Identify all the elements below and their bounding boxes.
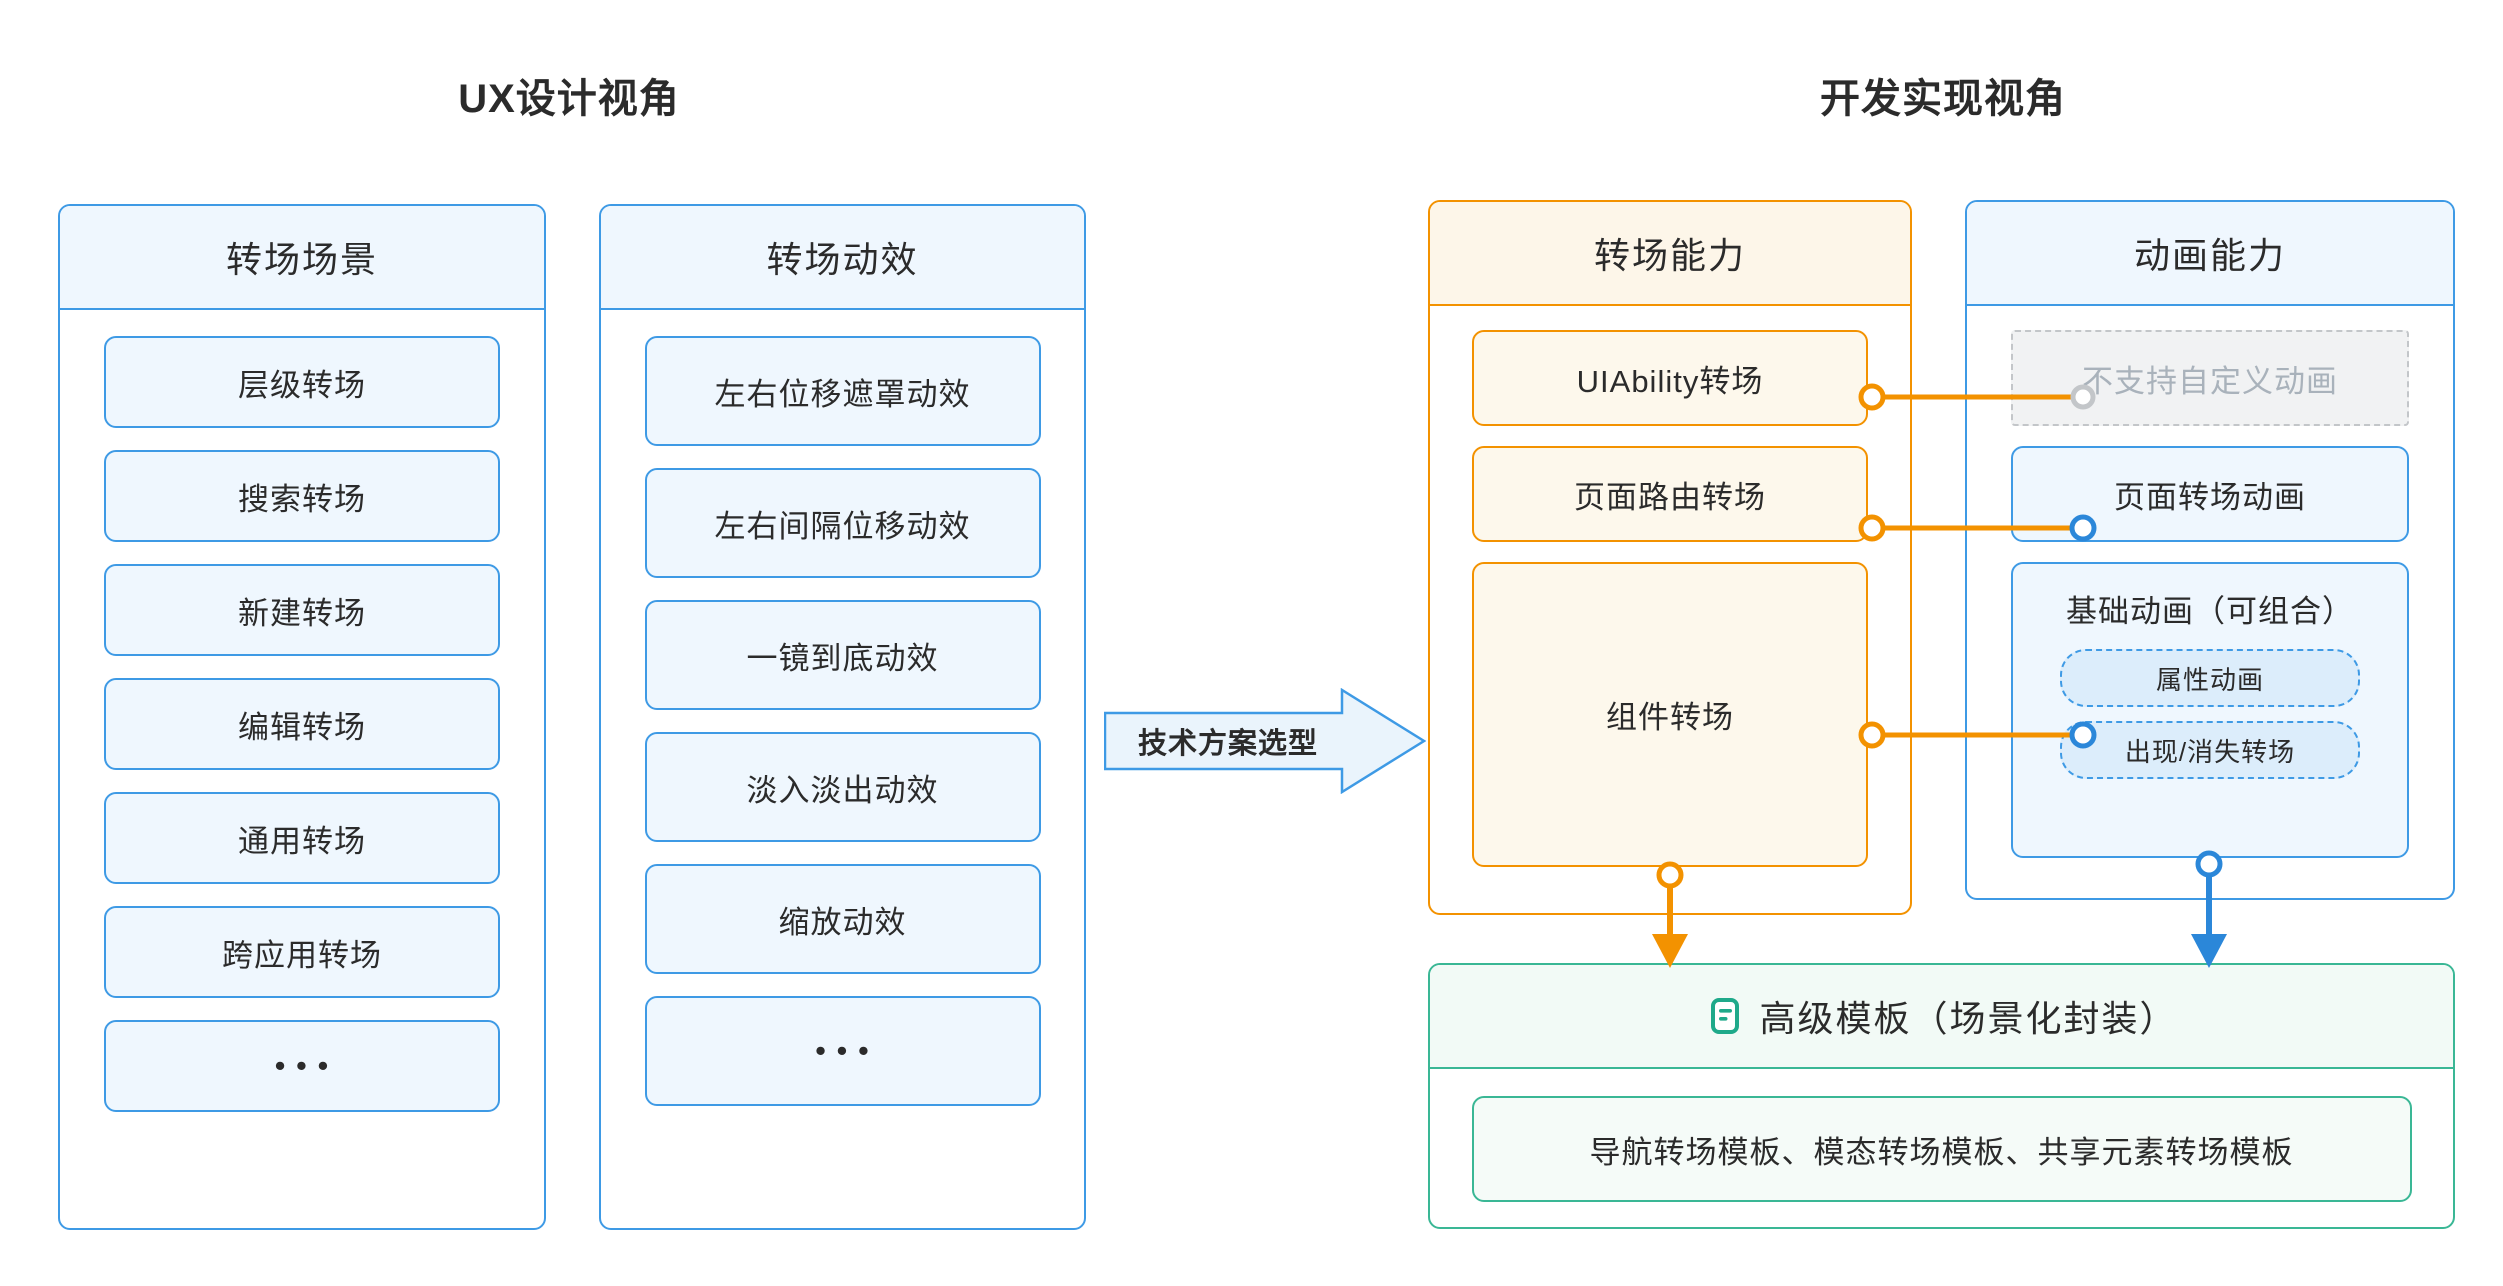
section-title-dev: 开发实现视角 (1820, 77, 2066, 121)
panel-animation-capability: 动画能力 不支持自定义动画 页面转场动画 基础动画（可组合） 属性动画 出现/消… (1965, 200, 2455, 900)
panel-transition-motions: 转场动效 左右位移遮罩动效 左右间隔位移动效 一镜到底动效 淡入淡出动效 缩放动… (599, 204, 1086, 1230)
motion-item-more[interactable]: • • • (644, 996, 1041, 1106)
scene-item-more[interactable]: • • • (104, 1020, 500, 1112)
scene-item-2[interactable]: 新建转场 (104, 564, 500, 656)
scene-item-1[interactable]: 搜索转场 (104, 450, 500, 542)
panel-animation-body: 不支持自定义动画 页面转场动画 基础动画（可组合） 属性动画 出现/消失转场 (1967, 306, 2453, 900)
scene-item-4[interactable]: 通用转场 (104, 792, 500, 884)
panel-template-title: 高级模板（场景化封装） (1759, 998, 2178, 1039)
motion-item-3[interactable]: 淡入淡出动效 (644, 732, 1041, 842)
section-title-ux: UX设计视角 (458, 77, 680, 121)
panel-scene-header: 转场场景 (60, 206, 544, 310)
motion-item-1[interactable]: 左右间隔位移动效 (644, 468, 1041, 578)
panel-advanced-template: 高级模板（场景化封装） 导航转场模板、模态转场模板、共享元素转场模板 (1428, 963, 2455, 1229)
animation-group-basic: 基础动画（可组合） 属性动画 出现/消失转场 (2011, 562, 2409, 858)
capability-item-component[interactable]: 组件转场 (1472, 562, 1868, 867)
capability-item-uiability[interactable]: UIAbility转场 (1472, 330, 1868, 426)
panel-capability-header: 转场能力 (1430, 202, 1910, 306)
panel-motion-header: 转场动效 (601, 206, 1084, 310)
panel-transition-capability: 转场能力 UIAbility转场 页面路由转场 组件转场 (1428, 200, 1912, 915)
panel-capability-body: UIAbility转场 页面路由转场 组件转场 (1430, 306, 1910, 915)
scene-item-0[interactable]: 层级转场 (104, 336, 500, 428)
panel-motion-body: 左右位移遮罩动效 左右间隔位移动效 一镜到底动效 淡入淡出动效 缩放动效 • •… (601, 310, 1084, 1230)
template-item-list[interactable]: 导航转场模板、模态转场模板、共享元素转场模板 (1471, 1096, 2412, 1202)
motion-item-2[interactable]: 一镜到底动效 (644, 600, 1041, 710)
motion-item-4[interactable]: 缩放动效 (644, 864, 1041, 974)
capability-item-page-router[interactable]: 页面路由转场 (1472, 446, 1868, 542)
scene-item-3[interactable]: 编辑转场 (104, 678, 500, 770)
panel-template-body: 导航转场模板、模态转场模板、共享元素转场模板 (1430, 1069, 2453, 1229)
animation-pill-property[interactable]: 属性动画 (2060, 649, 2360, 707)
animation-item-unsupported: 不支持自定义动画 (2011, 330, 2409, 426)
panel-animation-header: 动画能力 (1967, 202, 2453, 306)
motion-item-0[interactable]: 左右位移遮罩动效 (644, 336, 1041, 446)
document-list-icon (1705, 996, 1745, 1036)
animation-group-title: 基础动画（可组合） (2066, 594, 2354, 629)
right-arrow-icon (1103, 687, 1427, 795)
animation-item-page-transition[interactable]: 页面转场动画 (2011, 446, 2409, 542)
panel-template-header: 高级模板（场景化封装） (1430, 965, 2453, 1069)
arrow-technical-selection: 技术方案选型 (1103, 687, 1427, 795)
scene-item-5[interactable]: 跨应用转场 (104, 906, 500, 998)
panel-transition-scenes: 转场场景 层级转场 搜索转场 新建转场 编辑转场 通用转场 跨应用转场 • • … (58, 204, 546, 1230)
animation-pill-appear-disappear[interactable]: 出现/消失转场 (2060, 721, 2360, 779)
arrow-label: 技术方案选型 (1138, 728, 1319, 760)
panel-scene-body: 层级转场 搜索转场 新建转场 编辑转场 通用转场 跨应用转场 • • • (60, 310, 544, 1230)
